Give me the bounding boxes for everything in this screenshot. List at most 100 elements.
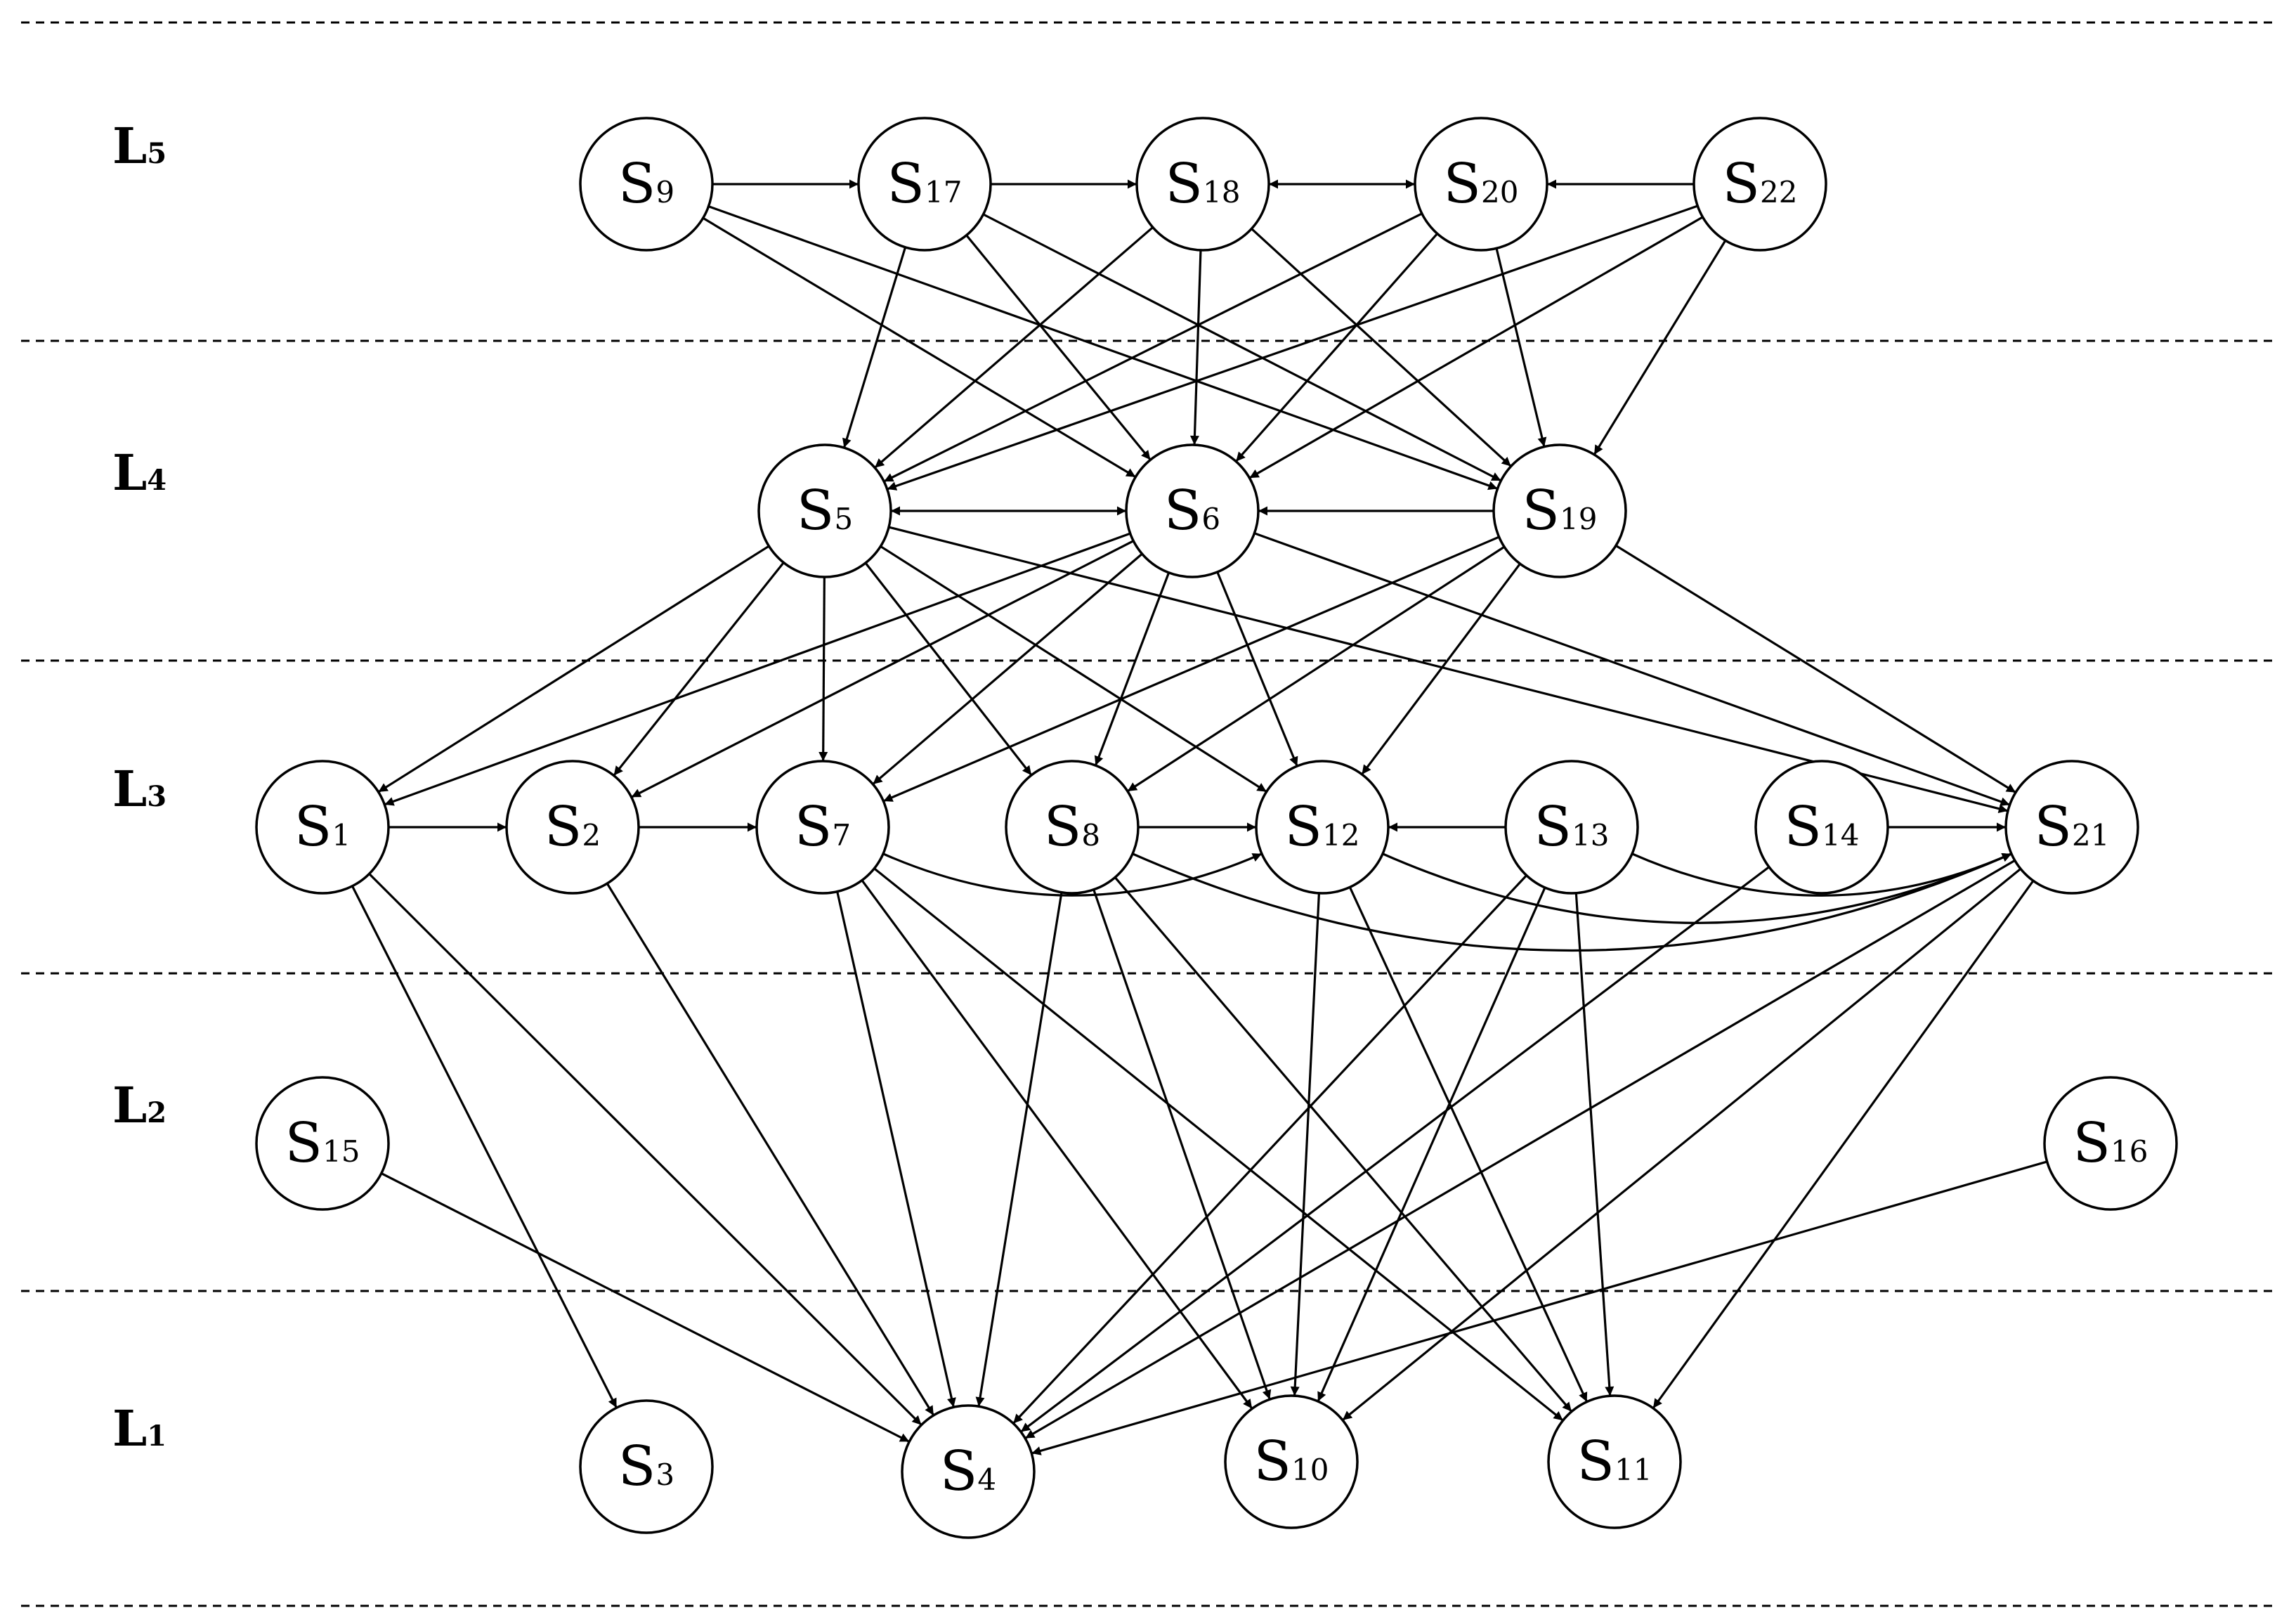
node-s17: S17	[857, 117, 992, 252]
node-circle-s12	[1255, 760, 1390, 895]
node-label-s19: S19	[1522, 479, 1598, 543]
node-label-s4: S4	[940, 1440, 996, 1503]
node-s10: S10	[1224, 1394, 1359, 1529]
edge-s21-s4	[1024, 859, 2016, 1439]
node-label-s3: S3	[618, 1435, 674, 1498]
node-label-s12: S12	[1285, 796, 1360, 859]
edge-s16-s4	[1031, 1160, 2048, 1455]
node-label-s14: S14	[1785, 796, 1860, 859]
edge-s5-s1	[377, 545, 770, 793]
edge-s17-s6	[965, 234, 1152, 461]
edge-s7-s10	[861, 879, 1253, 1410]
node-label-s13: S13	[1534, 796, 1610, 859]
node-label-s1: S1	[294, 796, 351, 859]
edge-s22-s6	[1248, 216, 1704, 479]
edge-s6-s7	[872, 552, 1143, 786]
node-s16: S16	[2043, 1076, 2178, 1211]
node-label-s10: S10	[1254, 1430, 1329, 1493]
edge-s12-s21	[1382, 852, 2012, 924]
edge-s8-s11	[1114, 876, 1573, 1413]
node-label-s20: S20	[1444, 153, 1519, 216]
node-label-s16: S16	[2073, 1112, 2148, 1175]
edge-s8-s21	[1132, 852, 2012, 952]
node-circle-s21	[2004, 760, 2139, 895]
node-circle-s18	[1135, 117, 1270, 252]
node-s3: S3	[579, 1399, 714, 1534]
node-circle-s6	[1125, 443, 1260, 578]
edge-s17-s19	[982, 213, 1502, 482]
edge-s18-s6	[1189, 249, 1202, 446]
edge-s12-s11	[1348, 886, 1589, 1403]
node-s12: S12	[1255, 760, 1390, 895]
edge-s1-s3	[351, 885, 618, 1408]
node-s2: S2	[505, 760, 640, 895]
node-s5: S5	[757, 443, 892, 578]
edge-s19-s7	[882, 536, 1500, 803]
edge-s13-s21	[1631, 852, 2012, 897]
node-circle-s20	[1414, 117, 1548, 252]
node-s8: S8	[1005, 760, 1140, 895]
edge-s5-s12	[880, 545, 1267, 793]
edge-s2-s4	[606, 883, 935, 1416]
edge-s13-s4	[1012, 874, 1527, 1425]
edge-s21-s11	[1652, 880, 2035, 1409]
node-circle-s11	[1547, 1394, 1682, 1529]
node-s19: S19	[1492, 443, 1627, 578]
edge-s20-s5	[883, 212, 1423, 483]
edge-s7-s4	[836, 891, 956, 1408]
edge-s7-s11	[873, 867, 1564, 1422]
node-circle-s13	[1504, 760, 1639, 895]
edge-s6-s21	[1253, 532, 2011, 806]
level-label-l4: L4	[112, 443, 167, 502]
node-circle-s2	[505, 760, 640, 895]
edge-s9-s19	[707, 205, 1499, 491]
edge-s6-s2	[631, 540, 1134, 798]
node-s21: S21	[2004, 760, 2139, 895]
node-s14: S14	[1754, 760, 1889, 895]
edge-s9-s6	[702, 216, 1137, 479]
node-label-s11: S11	[1577, 1430, 1652, 1493]
edge-s19-s8	[1127, 545, 1505, 793]
level-label-l3: L3	[112, 760, 167, 818]
node-label-s6: S6	[1164, 479, 1220, 543]
edge-s6-s8	[1094, 572, 1170, 766]
edge-s1-s4	[368, 873, 922, 1426]
node-s15: S15	[255, 1076, 390, 1211]
level-label-l1: L1	[112, 1399, 167, 1458]
edge-s15-s4	[381, 1172, 910, 1443]
edge-s20-s19	[1495, 248, 1547, 447]
edge-s17-s5	[842, 247, 907, 448]
node-label-s21: S21	[2035, 796, 2110, 859]
node-circle-s3	[579, 1399, 714, 1534]
node-s20: S20	[1414, 117, 1548, 252]
node-s22: S22	[1692, 117, 1827, 252]
node-label-s22: S22	[1723, 153, 1798, 216]
node-s7: S7	[755, 760, 890, 895]
node-s4: S4	[901, 1404, 1036, 1539]
edge-s6-s12	[1216, 571, 1298, 767]
node-circle-s9	[579, 117, 714, 252]
edge-s12-s10	[1290, 893, 1321, 1396]
edge-s5-s2	[613, 562, 785, 777]
node-label-s8: S8	[1044, 796, 1100, 859]
node-circle-s4	[901, 1404, 1036, 1539]
node-circle-s10	[1224, 1394, 1359, 1529]
edge-s13-s11	[1574, 893, 1615, 1396]
edge-s19-s21	[1615, 545, 2016, 793]
node-circle-s14	[1754, 760, 1889, 895]
node-s11: S11	[1547, 1394, 1682, 1529]
node-circle-s17	[857, 117, 992, 252]
node-circle-s7	[755, 760, 890, 895]
level-label-l5: L5	[112, 117, 167, 175]
node-s1: S1	[255, 760, 390, 895]
edge-s13-s10	[1317, 887, 1546, 1402]
node-circle-s19	[1492, 443, 1627, 578]
edge-s22-s19	[1593, 240, 1727, 455]
edge-s21-s10	[1341, 868, 2022, 1421]
edge-s6-s1	[384, 532, 1131, 806]
node-circle-s22	[1692, 117, 1827, 252]
node-circle-s1	[255, 760, 390, 895]
edge-s18-s19	[1251, 228, 1512, 467]
node-label-s15: S15	[285, 1112, 360, 1175]
